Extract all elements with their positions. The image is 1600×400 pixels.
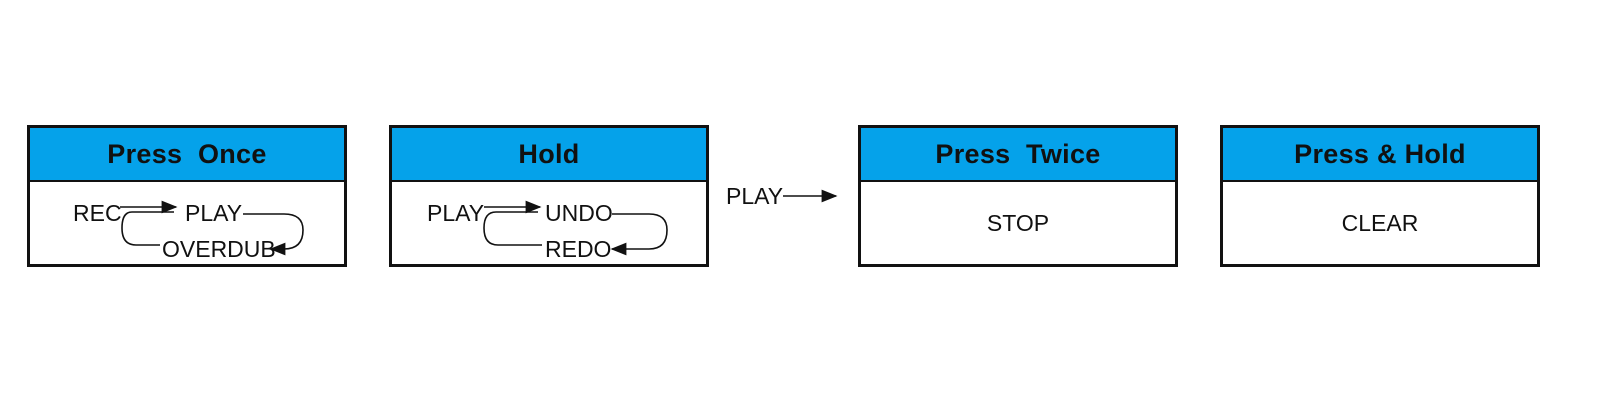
redo-label: REDO xyxy=(545,236,612,262)
play-label: PLAY xyxy=(185,200,243,226)
undo-label: UNDO xyxy=(545,200,613,226)
press-once-title: Press Once xyxy=(30,128,344,182)
redo-to-undo-loop-left xyxy=(483,211,542,246)
hold-panel: Hold PLAY UNDO REDO xyxy=(389,125,709,267)
lead-play-label: PLAY xyxy=(726,183,784,209)
press-and-hold-panel: Press & Hold CLEAR xyxy=(1220,125,1540,267)
stop-label: STOP xyxy=(986,210,1050,236)
undo-to-redo-loop-right xyxy=(610,213,668,256)
press-once-panel: Press Once REC PLAY OVERDUB xyxy=(27,125,347,267)
press-twice-panel: Press Twice STOP xyxy=(858,125,1178,267)
press-and-hold-title: Press & Hold xyxy=(1223,128,1537,182)
hold-title: Hold xyxy=(392,128,706,182)
hold-play-label: PLAY xyxy=(427,200,485,226)
overdub-to-play-loop-left xyxy=(121,211,174,246)
clear-label: CLEAR xyxy=(1341,210,1419,236)
play-to-overdub-loop-right xyxy=(243,213,304,256)
press-and-hold-body: CLEAR xyxy=(1223,182,1537,264)
press-twice-title: Press Twice xyxy=(861,128,1175,182)
press-twice-body: STOP xyxy=(861,182,1175,264)
rec-label: REC xyxy=(73,200,122,226)
press-once-flow-arrows xyxy=(120,200,304,256)
overdub-label: OVERDUB xyxy=(162,236,276,262)
hold-flow-arrows xyxy=(483,200,668,256)
hold-body: PLAY UNDO REDO xyxy=(392,182,706,264)
press-once-body: REC PLAY OVERDUB xyxy=(30,182,344,264)
